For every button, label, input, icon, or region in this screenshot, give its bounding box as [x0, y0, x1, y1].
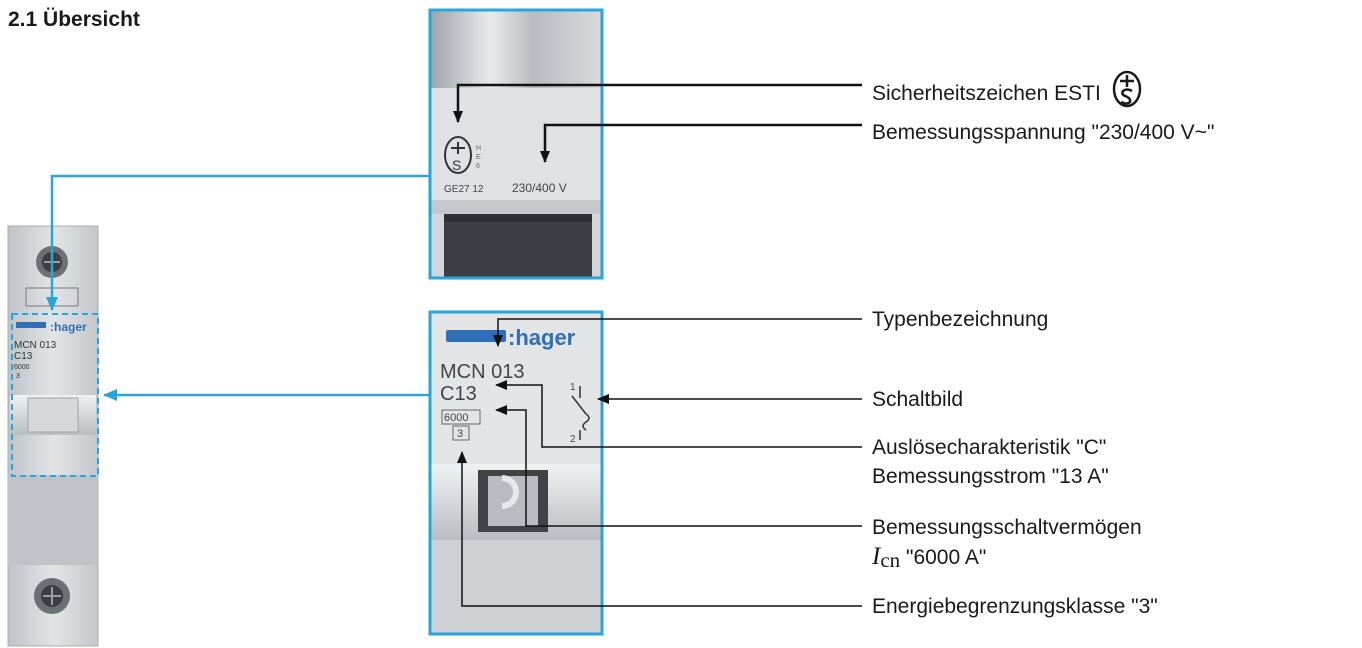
front-terminal-bottom: 2: [570, 434, 576, 445]
label-breaking-capacity: Bemessungsschaltvermögen Icn "6000 A": [872, 513, 1142, 575]
front-curve: C13: [440, 383, 477, 405]
breaking-symbol: I: [872, 543, 881, 570]
breaking-subscript: cn: [880, 548, 901, 572]
callout-esti: [453, 83, 862, 123]
front-capacity: 6000: [444, 412, 468, 424]
label-characteristic-line1: Auslösecharakteristik "C": [872, 436, 1107, 459]
label-esti: Sicherheitszeichen ESTI: [872, 70, 1143, 108]
label-type: Typenbezeichnung: [872, 308, 1049, 331]
front-detail-photo: [430, 312, 602, 634]
small-device-highlight: [11, 313, 99, 477]
callout-characteristic: [495, 380, 862, 448]
callout-type: [493, 318, 862, 347]
label-characteristic: Auslösecharakteristik "C" Bemessungsstro…: [872, 433, 1109, 491]
small-capacity: 6000: [14, 364, 30, 371]
page-title: 2.1 Übersicht: [8, 8, 140, 31]
label-schematic: Schaltbild: [872, 388, 964, 411]
front-detail-frame: [428, 310, 604, 636]
small-brand: :hager: [50, 320, 87, 334]
front-class: 3: [457, 428, 463, 440]
small-curve: C13: [14, 351, 33, 362]
front-model: MCN 013: [440, 361, 524, 383]
label-breaking-line1: Bemessungsschaltvermögen: [872, 516, 1142, 539]
label-characteristic-line2: Bemessungsstrom "13 A": [872, 465, 1109, 488]
front-terminal-top: 1: [570, 382, 576, 393]
top-mark-letter: S: [452, 157, 461, 173]
small-model: MCN 013: [14, 340, 57, 351]
callout-voltage: [540, 123, 862, 163]
top-code: GE27 12: [444, 184, 484, 195]
esti-mark-icon: [1112, 70, 1141, 108]
label-breaking-line2: Icn "6000 A": [872, 542, 1142, 575]
connector-top-to-device: [46, 174, 430, 311]
callout-breaking-capacity: [495, 405, 862, 527]
front-brand: :hager: [508, 325, 576, 350]
top-detail-frame: [428, 8, 604, 280]
small-class: 3: [16, 373, 20, 380]
callout-energy-class: [457, 451, 862, 607]
label-energy-class: Energiebegrenzungsklasse "3": [872, 595, 1158, 618]
top-detail-photo: [430, 10, 602, 278]
label-voltage: Bemessungsspannung "230/400 V~": [872, 121, 1215, 144]
small-breaker-device: [7, 225, 99, 647]
top-voltage: 230/400 V: [512, 181, 567, 195]
breaking-value: "6000 A": [900, 546, 987, 569]
